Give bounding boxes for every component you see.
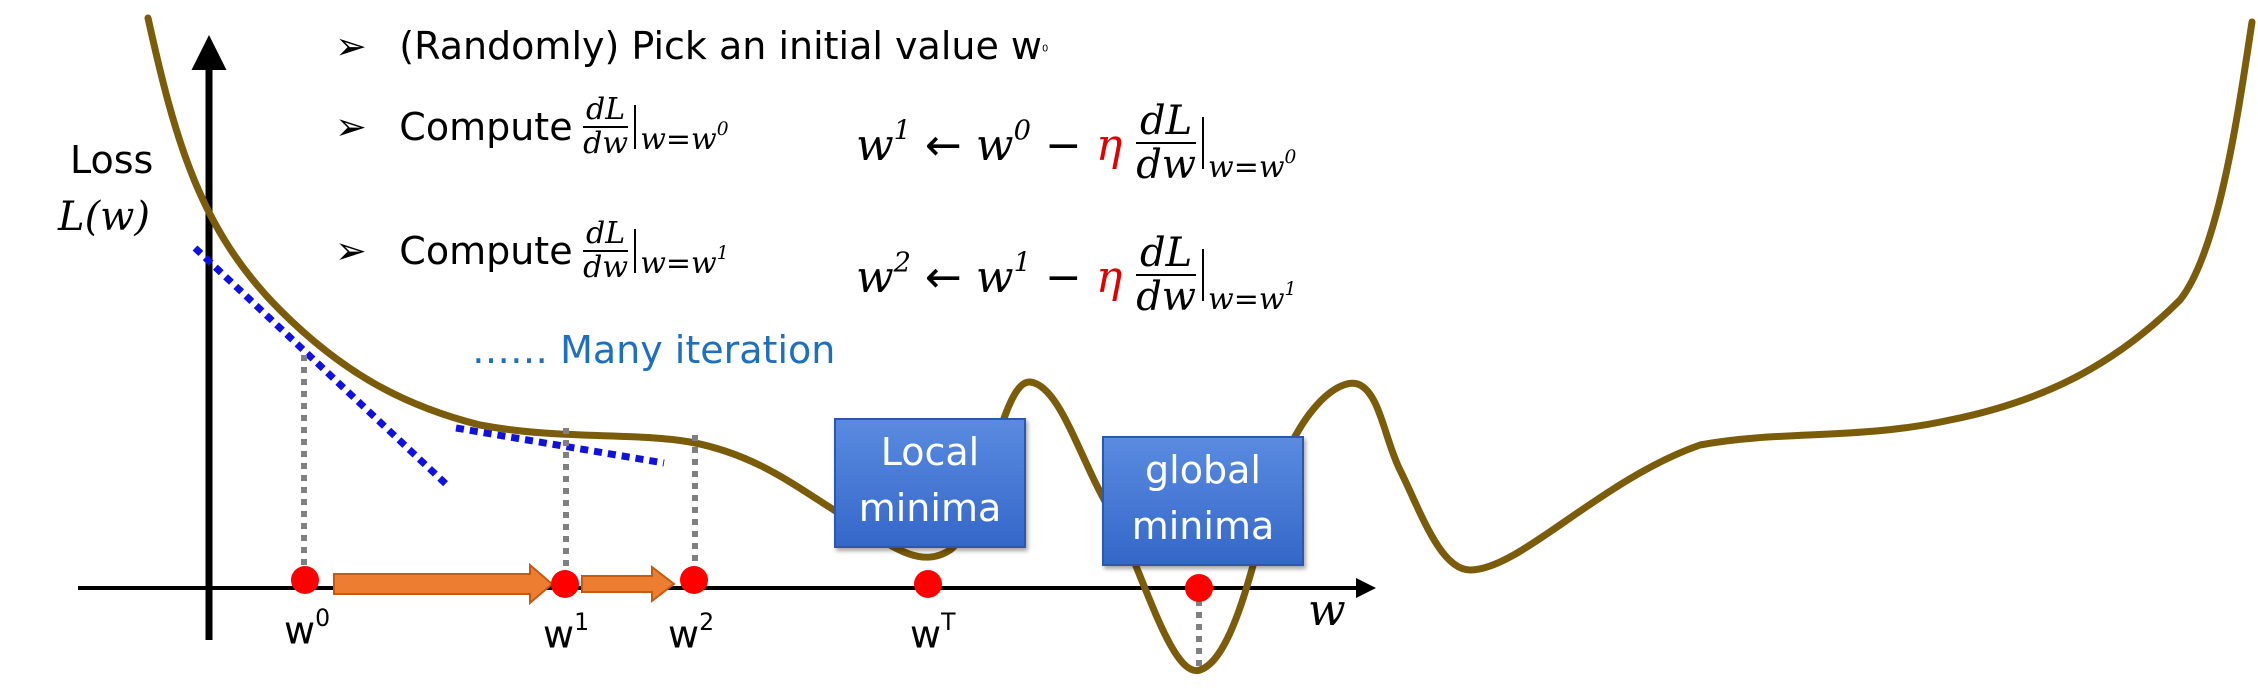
x-axis-label: w — [1308, 585, 1346, 636]
local-minima-line2: minima — [858, 486, 1002, 530]
bullet-icon: ➢ — [335, 24, 367, 68]
bullet-icon: ➢ — [335, 104, 367, 149]
step-3-text: Compute — [399, 228, 573, 273]
step-1-text: (Randomly) Pick an initial value w — [399, 24, 1042, 68]
step-2-eval: w=w0 — [640, 118, 729, 157]
point-global — [1185, 574, 1213, 602]
loss-curve — [144, 14, 2256, 674]
step-arrow-w1-w2 — [581, 564, 676, 604]
point-w2 — [680, 566, 708, 594]
global-minima-box: global minima — [1102, 436, 1304, 566]
point-w1 — [551, 570, 579, 598]
step-2-text: Compute — [399, 104, 573, 149]
global-minima-line1: global — [1145, 448, 1261, 492]
y-axis-label-loss: Loss — [70, 138, 154, 182]
many-iteration-label: …… Many iteration — [472, 328, 836, 372]
step-1-sup: 0 — [1042, 43, 1049, 55]
global-minima-line2: minima — [1131, 504, 1275, 548]
label-wT: wT — [910, 608, 956, 657]
label-w2: w2 — [668, 608, 715, 657]
bullet-icon: ➢ — [335, 228, 367, 273]
step-3-eval: w=w1 — [640, 242, 729, 281]
label-w1: w1 — [543, 608, 590, 657]
label-w0: w0 — [284, 604, 331, 653]
point-wT — [914, 570, 942, 598]
local-minima-box: Local minima — [834, 418, 1026, 548]
tangent-line-w0 — [192, 245, 451, 489]
step-1: ➢ (Randomly) Pick an initial value w0 — [335, 24, 1048, 68]
tangent-line-w1 — [455, 424, 665, 467]
local-minima-line1: Local — [880, 430, 980, 474]
y-axis-label-lw: L(w) — [58, 194, 151, 240]
point-w0 — [291, 566, 319, 594]
step-arrow-w0-w1 — [333, 562, 554, 606]
